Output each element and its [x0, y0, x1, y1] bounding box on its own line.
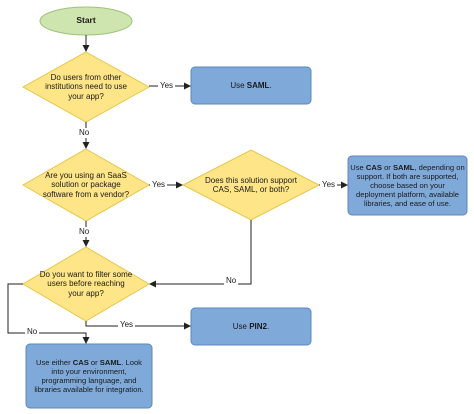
process-p4-cas: CAS	[72, 358, 89, 367]
label-d4-yes: Yes	[118, 320, 136, 330]
decision-d3-line-1: Does this solution support	[204, 175, 298, 185]
process-p3: Use PIN2.	[191, 308, 311, 345]
start-label: Start	[76, 15, 96, 26]
decision-d2-line-1: Are you using an SaaS	[45, 170, 127, 180]
process-p1: Use SAML.	[191, 67, 311, 104]
decision-d2: Are you using an SaaS solution or packag…	[30, 168, 142, 202]
process-shape-p4	[25, 343, 153, 409]
process-p2-part-5: , depending on support. If both are supp…	[356, 163, 465, 208]
process-p1-prefix: Use	[230, 80, 247, 90]
process-p3-bold: PIN2	[249, 321, 267, 331]
label-d2-yes: Yes	[150, 180, 168, 190]
process-shape-p3	[190, 307, 312, 346]
process-p4-part-5: . Look into your environment, programmin…	[34, 358, 144, 394]
label-d1-yes: Yes	[158, 81, 176, 91]
process-p2-part-1: Use	[350, 163, 366, 172]
process-p2-saml: SAML	[392, 163, 415, 172]
edge-d3-no	[149, 220, 252, 288]
decision-d4-line-2: users before reaching	[47, 279, 125, 289]
label-d1-no: No	[77, 128, 92, 138]
decision-d3: Does this solution support CAS, SAML, or…	[190, 172, 312, 198]
decision-d1-line-3: your app?	[68, 91, 104, 101]
decision-d3-line-2: CAS, SAML, or both?	[212, 185, 290, 194]
process-shape-p2	[347, 155, 468, 216]
process-p1-suffix: .	[269, 80, 272, 90]
process-p2-cas: CAS	[365, 163, 382, 172]
process-p3-prefix: Use	[232, 321, 250, 331]
process-p3-suffix: .	[267, 321, 270, 331]
label-d2-no: No	[77, 227, 92, 237]
decision-d2-line-3: software from a vendor?	[42, 189, 130, 199]
start-node: Start	[40, 7, 132, 35]
label-d3-no: No	[224, 276, 239, 286]
process-shape-p1	[190, 66, 312, 105]
process-p1-bold: SAML	[246, 80, 270, 90]
decision-d4-line-1: Do you want to filter some	[39, 269, 133, 279]
process-p4-part-3: or	[88, 358, 100, 367]
process-p2-part-3: or	[381, 163, 393, 172]
decision-d1-line-1: Do users from other	[50, 72, 122, 82]
process-p4-saml: SAML	[99, 358, 122, 367]
decision-d2-line-2: solution or package	[51, 180, 121, 190]
edge-d4-no	[7, 283, 90, 344]
edge-d4-yes	[85, 321, 191, 330]
decision-d1-line-2: institutions need to use	[45, 82, 127, 92]
label-d4-no: No	[25, 327, 40, 337]
label-d3-yes: Yes	[320, 180, 338, 190]
decision-d1: Do users from other institutions need to…	[32, 70, 140, 104]
process-p4: Use either CAS or SAML. Look into your e…	[29, 345, 149, 407]
decision-d4: Do you want to filter some users before …	[30, 267, 142, 301]
decision-d4-line-3: your app?	[68, 288, 104, 298]
process-p2: Use CAS or SAML, depending on support. I…	[350, 157, 465, 214]
process-p4-part-1: Use either	[36, 358, 73, 367]
